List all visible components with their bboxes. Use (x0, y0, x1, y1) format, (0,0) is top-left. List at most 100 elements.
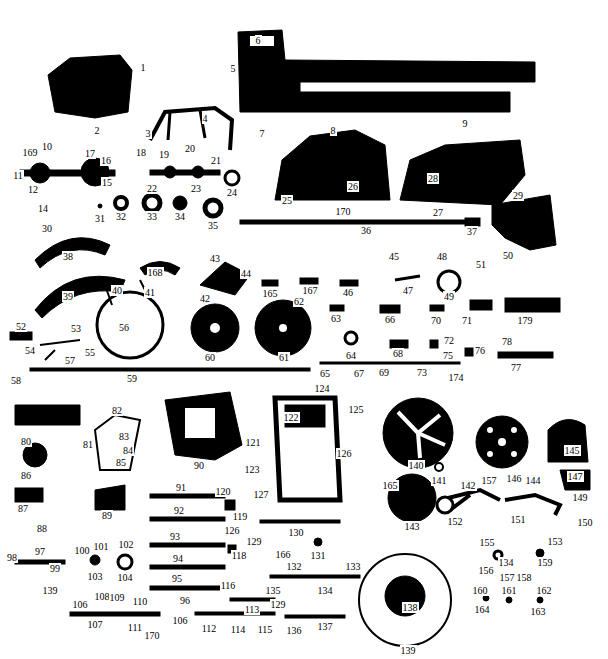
callout-number: 96 (179, 595, 191, 606)
callout-number: 159 (537, 557, 554, 568)
callout-number: 100 (74, 545, 91, 556)
callout-number: 142 (460, 480, 477, 491)
callout-number: 93 (169, 531, 181, 542)
callout-number: 25 (281, 195, 293, 206)
callout-number: 23 (190, 183, 202, 194)
callout-number: 43 (209, 253, 221, 264)
callout-number: 170 (335, 206, 352, 217)
callout-number: 57 (64, 355, 76, 366)
callout-number: 120 (215, 486, 232, 497)
callout-number: 92 (173, 505, 185, 516)
callout-number: 174 (448, 372, 465, 383)
callout-number: 28 (427, 173, 439, 184)
callout-number: 130 (288, 527, 305, 538)
callout-number: 49 (443, 291, 455, 302)
callout-number: 103 (87, 571, 104, 582)
callout-number: 69 (378, 367, 390, 378)
callout-number: 157 (481, 475, 498, 486)
callout-number: 170 (144, 630, 161, 641)
callout-number: 123 (244, 464, 261, 475)
callout-number: 39 (62, 291, 74, 302)
callout-number: 46 (342, 287, 354, 298)
callout-number: 10 (41, 141, 53, 152)
callout-number: 122 (283, 412, 300, 423)
callout-number: 133 (345, 561, 362, 572)
callout-number: 165 (382, 480, 399, 491)
callout-number: 143 (404, 521, 421, 532)
callout-number: 17 (84, 148, 96, 159)
callout-number: 129 (270, 599, 287, 610)
callout-number: 88 (36, 523, 48, 534)
callout-number: 135 (265, 585, 282, 596)
callout-number: 8 (330, 125, 337, 136)
callout-number: 22 (146, 183, 158, 194)
callout-number: 162 (536, 585, 553, 596)
callout-number: 127 (253, 489, 270, 500)
callout-number: 106 (72, 599, 89, 610)
callout-number: 75 (442, 350, 454, 361)
callout-number: 63 (330, 313, 342, 324)
callout-number: 30 (41, 223, 53, 234)
callout-number: 166 (275, 549, 292, 560)
callout-number: 61 (278, 352, 290, 363)
callout-number: 34 (174, 211, 186, 222)
callout-number: 156 (478, 565, 495, 576)
callout-number: 138 (402, 602, 419, 613)
callout-number: 119 (232, 511, 249, 522)
callout-number: 70 (430, 315, 442, 326)
callout-number: 149 (572, 492, 589, 503)
callout-number: 158 (516, 572, 533, 583)
callout-number: 4 (202, 113, 209, 124)
callout-number: 9 (462, 118, 469, 129)
callout-number: 131 (310, 550, 327, 561)
callout-number: 55 (84, 347, 96, 358)
callout-number: 56 (118, 322, 130, 333)
callout-number: 155 (479, 537, 496, 548)
callout-number: 3 (145, 128, 152, 139)
callout-number: 161 (501, 585, 518, 596)
callout-number: 110 (132, 596, 149, 607)
callout-number: 151 (510, 514, 527, 525)
callout-number: 126 (336, 448, 353, 459)
callout-number: 35 (207, 220, 219, 231)
callout-number: 67 (353, 368, 365, 379)
callout-number: 179 (517, 315, 534, 326)
callout-number: 18 (135, 147, 147, 158)
callout-number: 16 (100, 155, 112, 166)
callout-number: 21 (210, 155, 222, 166)
callout-number: 80 (20, 436, 32, 447)
callout-number: 14 (37, 203, 49, 214)
callout-number: 38 (62, 251, 74, 262)
callout-number: 36 (360, 225, 372, 236)
callout-number: 169 (22, 147, 39, 158)
callout-number: 132 (286, 561, 303, 572)
callout-number: 141 (431, 475, 448, 486)
callout-number: 50 (502, 250, 514, 261)
callout-number: 44 (240, 268, 252, 279)
callout-number: 66 (384, 314, 396, 325)
callout-number: 72 (443, 335, 455, 346)
callout-number: 157 (499, 572, 516, 583)
callout-number: 134 (317, 585, 334, 596)
callout-number: 31 (94, 213, 106, 224)
callout-number: 82 (111, 405, 123, 416)
callout-number: 5 (230, 63, 237, 74)
callout-number: 107 (87, 619, 104, 630)
callout-number: 86 (20, 470, 32, 481)
callout-number: 32 (115, 211, 127, 222)
callout-number: 73 (416, 367, 428, 378)
callout-number: 7 (259, 128, 266, 139)
callout-number: 113 (244, 604, 261, 615)
callout-number: 53 (70, 323, 82, 334)
callout-number: 111 (127, 622, 143, 633)
callout-number: 60 (204, 352, 216, 363)
callout-number: 20 (184, 143, 196, 154)
callout-number: 116 (220, 580, 237, 591)
callout-number: 98 (6, 552, 18, 563)
callout-number: 65 (319, 368, 331, 379)
callout-number: 145 (564, 445, 581, 456)
callout-number: 71 (461, 315, 473, 326)
callout-number: 118 (231, 550, 248, 561)
callout-number: 167 (302, 285, 319, 296)
